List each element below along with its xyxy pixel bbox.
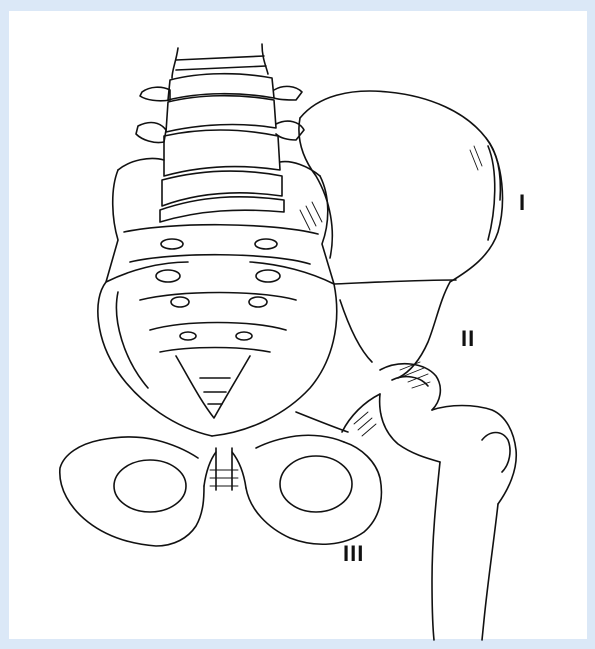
pubis-ischium: [60, 435, 382, 546]
region-label-ii: II: [461, 326, 475, 352]
femur: [380, 394, 517, 640]
region-label-iii: III: [343, 541, 364, 567]
region-label-i: I: [519, 190, 526, 216]
lumbar-vertebrae: [136, 44, 304, 222]
